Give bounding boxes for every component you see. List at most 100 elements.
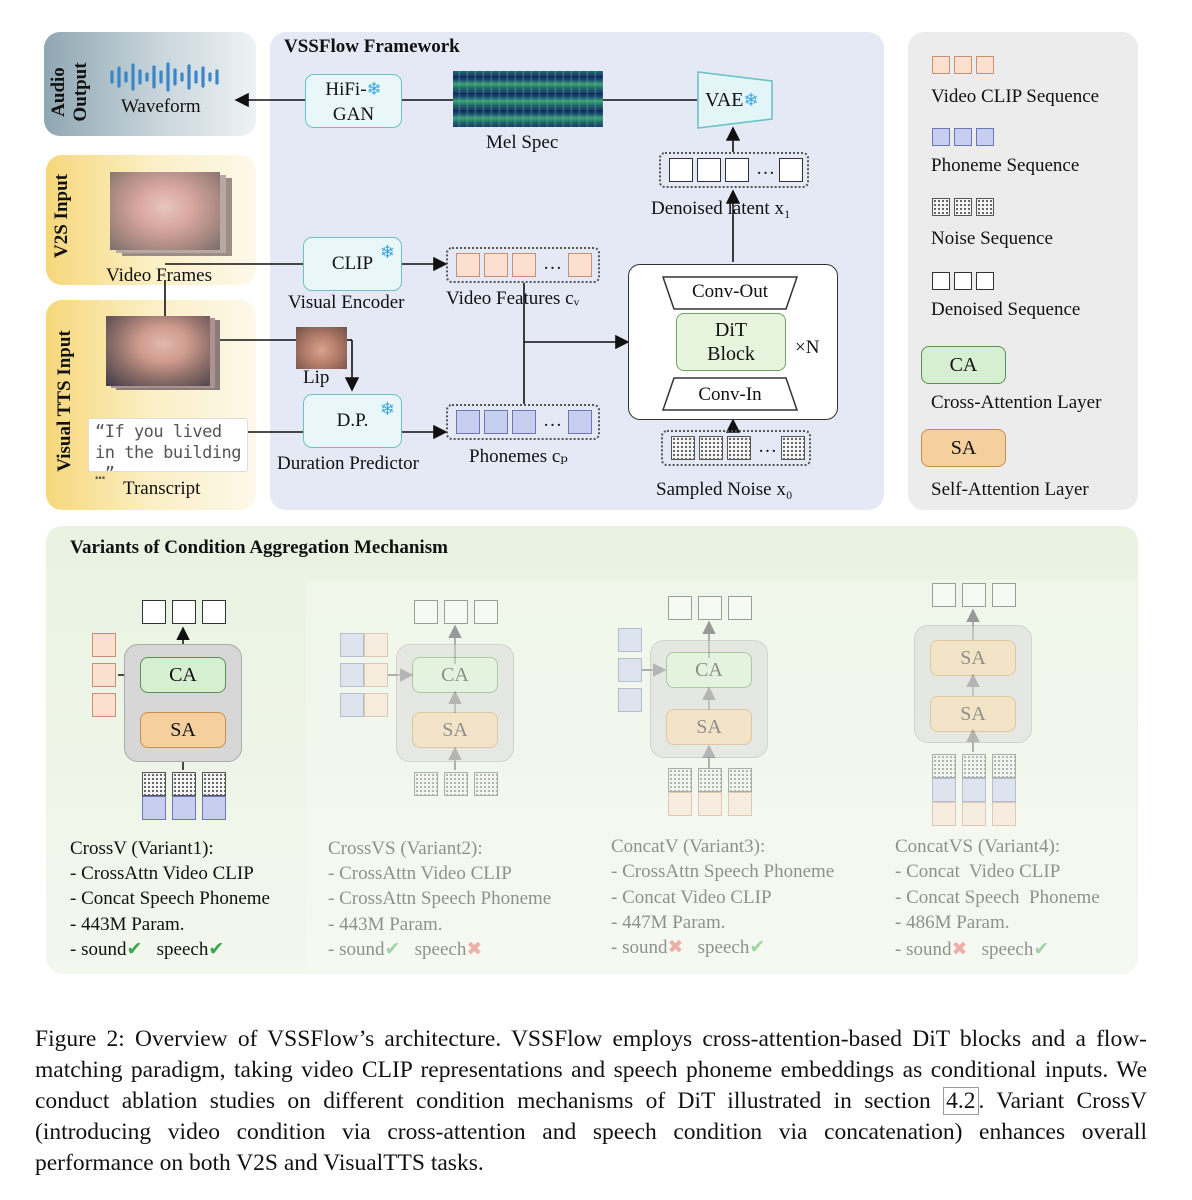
output-token — [728, 596, 752, 620]
check-icon: ✔ — [208, 939, 225, 960]
legend-video-token — [954, 56, 972, 74]
check-icon: ✔ — [749, 937, 766, 958]
output-token — [698, 596, 722, 620]
output-token — [414, 600, 438, 624]
vae-block: VAE❄ — [697, 71, 773, 129]
legend-phoneme-token — [954, 128, 972, 146]
phoneme-token — [340, 663, 364, 687]
variant-name: CrossV (Variant1): — [70, 838, 214, 859]
faded-variants-region — [306, 580, 1136, 972]
video-token — [92, 693, 116, 717]
phoneme-token — [172, 796, 196, 820]
output-token — [932, 583, 956, 607]
frozen-snowflake-icon: ❄ — [379, 399, 395, 419]
output-token — [668, 596, 692, 620]
frozen-snowflake-icon: ❄ — [743, 90, 759, 110]
cross-icon: ✖ — [667, 937, 684, 958]
lip-image — [296, 327, 347, 369]
transcript-box: “If you lived in the building …” — [88, 418, 248, 484]
variant-detail: - Concat Video CLIP — [895, 861, 1061, 882]
variant-detail: - CrossAttn Speech Phoneme — [611, 861, 835, 882]
video-frames-image — [110, 172, 232, 256]
ca-block: CA — [140, 657, 226, 693]
video-token — [92, 633, 116, 657]
video-token — [456, 253, 480, 277]
check-icon: ✔ — [1033, 939, 1050, 960]
conv-out-block: Conv-Out — [662, 276, 798, 310]
noise-token — [727, 436, 751, 460]
video-token — [932, 802, 956, 826]
legend-video-token — [976, 56, 994, 74]
phoneme-token — [568, 410, 592, 434]
phoneme-token — [618, 628, 642, 652]
denoised-token — [725, 158, 749, 182]
noise-token — [142, 772, 166, 796]
noise-token — [668, 768, 692, 792]
ca-block: CA — [412, 657, 498, 693]
variant-detail: - CrossAttn Video CLIP — [70, 863, 254, 884]
variant-detail: - CrossAttn Video CLIP — [328, 863, 512, 884]
variant-detail: - CrossAttn Speech Phoneme — [328, 888, 552, 909]
frozen-snowflake-icon: ❄ — [366, 79, 382, 99]
legend-video-clip-label: Video CLIP Sequence — [931, 86, 1100, 107]
noise-token — [414, 772, 438, 796]
video-token — [92, 663, 116, 687]
sampled-noise-sequence: … — [661, 430, 811, 466]
legend-noise-label: Noise Sequence — [931, 228, 1053, 249]
video-token — [962, 802, 986, 826]
video-token — [568, 253, 592, 277]
sa-block: SA — [140, 712, 226, 748]
waveform-label: Waveform — [121, 96, 201, 117]
output-token — [474, 600, 498, 624]
denoised-token — [779, 158, 803, 182]
legend-phoneme-label: Phoneme Sequence — [931, 155, 1080, 176]
variant-result: - sound✖ speech✔ — [611, 937, 766, 958]
noise-token — [992, 754, 1016, 778]
output-token — [142, 600, 166, 624]
cross-icon: ✖ — [951, 939, 968, 960]
repeat-n-label: ×N — [795, 337, 820, 358]
visual-encoder-label: Visual Encoder — [288, 292, 405, 313]
noise-token — [202, 772, 226, 796]
video-token — [484, 253, 508, 277]
variant-result: - sound✖ speech✔ — [895, 939, 1050, 960]
dit-block: DiT Block — [676, 313, 786, 371]
section-reference-link[interactable]: 4.2 — [943, 1087, 979, 1115]
denoised-latent-label: Denoised latent x₁ — [651, 198, 791, 219]
noise-token — [932, 754, 956, 778]
video-token — [512, 253, 536, 277]
legend-ca-label: Cross-Attention Layer — [931, 392, 1102, 413]
video-token — [992, 802, 1016, 826]
noise-token — [781, 436, 805, 460]
phoneme-token — [962, 778, 986, 802]
legend-ca-block: CA — [921, 346, 1006, 384]
noise-token — [474, 772, 498, 796]
output-token — [962, 583, 986, 607]
variant-name: ConcatV (Variant3): — [611, 836, 766, 857]
phoneme-token — [932, 778, 956, 802]
variant-result: - sound✔ speech✖ — [328, 939, 483, 960]
variant-detail: - Concat Video CLIP — [611, 887, 772, 908]
legend-denoised-token — [932, 272, 950, 290]
legend-denoised-token — [976, 272, 994, 290]
audio-output-panel — [44, 32, 256, 136]
frozen-snowflake-icon: ❄ — [379, 242, 395, 262]
mel-spec-label: Mel Spec — [486, 132, 559, 153]
phoneme-token — [484, 410, 508, 434]
legend-noise-token — [954, 198, 972, 216]
output-token — [444, 600, 468, 624]
variant-name: ConcatVS (Variant4): — [895, 836, 1061, 857]
mel-spectrogram-image — [453, 71, 603, 127]
speaker-frames-image — [106, 316, 220, 390]
legend-video-token — [932, 56, 950, 74]
sa-block: SA — [930, 640, 1016, 676]
phoneme-token — [456, 410, 480, 434]
sa-block: SA — [412, 712, 498, 748]
phoneme-token — [202, 796, 226, 820]
video-features-label: Video Features cᵥ — [446, 288, 580, 309]
denoised-token — [669, 158, 693, 182]
variant-param: - 443M Param. — [70, 914, 185, 935]
ellipsis: … — [543, 410, 562, 431]
sa-block: SA — [930, 696, 1016, 732]
video-frames-label: Video Frames — [106, 265, 212, 286]
